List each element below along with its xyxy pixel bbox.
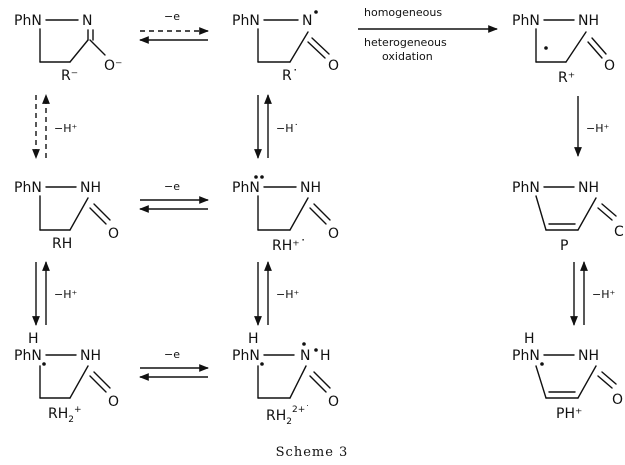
species-r-radical: PhN N O R˙ [232,10,339,84]
equilibrium-col2-top: −H˙ [254,94,299,159]
atom-phn: PhN [14,180,42,196]
atom-nh: NH [578,13,599,29]
atom-phn: PhN [512,348,540,364]
step-minus-h: −H⁺ [276,288,299,301]
atom-n: N [300,348,310,364]
atom-o: O [328,58,339,74]
species-p: PhN NH C P [512,180,624,254]
atom-o: O [108,394,119,410]
atom-phn: PhN [232,13,260,29]
step-minus-h-rad: −H˙ [276,122,299,135]
atom-phn: PhN [512,180,540,196]
atom-nh: NH [300,180,321,196]
atom-o: O [328,394,339,410]
atom-nh: NH [578,180,599,196]
atom-o: O [328,226,339,242]
species-ph-cation: H PhN NH O PH⁺ [512,331,623,422]
atom-h: H [524,331,535,347]
step-minus-h: −H⁺ [54,122,77,135]
atom-c-cut: C [614,224,624,240]
atom-nh: NH [80,348,101,364]
step-minus-h: −H⁺ [592,288,615,301]
atom-nh: NH [578,348,599,364]
atom-n: N [82,13,92,29]
step-minus-e: −e [164,180,180,193]
species-rh2-cation: H PhN NH O RH2+ [14,331,119,425]
step-minus-e: −e [164,10,180,23]
atom-h: H [28,331,39,347]
step-heterogeneous: heterogeneous [364,36,447,49]
arrow-col3-top: −H⁺ [574,96,609,157]
species-rh-radical-cation: PhN NH O RH⁺˙ [232,175,339,254]
equilibrium-row2: −e [139,180,209,213]
atom-phn: PhN [232,348,260,364]
atom-h: H [320,348,331,364]
equilibrium-col3-bottom: −H⁺ [570,261,615,326]
atom-phn: PhN [14,348,42,364]
species-rh: PhN NH O RH [14,180,119,252]
atom-o-minus: O⁻ [104,58,122,74]
atom-o: O [612,392,623,408]
species-r-anion: PhN N O⁻ R⁻ [14,13,122,84]
label-rh2-dication: RH22+˙ [266,405,310,427]
label-r-minus: R⁻ [61,68,78,84]
label-rh2-cation: RH2+ [48,405,82,425]
oxidation-arrow: homogeneous heterogeneous oxidation [358,6,498,63]
label-rh-radical-cation: RH⁺˙ [272,238,307,254]
equilibrium-row1-left: −e [139,10,209,44]
atom-n: N [302,13,312,29]
species-rh2-dication: H PhN N H O RH22+˙ [232,331,339,427]
atom-nh: NH [80,180,101,196]
scheme-caption: Scheme 3 [276,445,349,460]
equilibrium-row3: −e [139,348,209,381]
label-ph-cation: PH⁺ [556,406,582,422]
step-homogeneous: homogeneous [364,6,442,19]
atom-h: H [248,331,259,347]
atom-phn: PhN [232,180,260,196]
step-oxidation: oxidation [382,50,433,63]
atom-phn: PhN [14,13,42,29]
species-r-cation: PhN NH O R⁺ [512,13,615,86]
atom-o: O [604,58,615,74]
label-r-radical: R˙ [282,68,299,84]
atom-o: O [108,226,119,242]
step-minus-e: −e [164,348,180,361]
equilibrium-col1-bottom: −H⁺ [32,261,77,326]
equilibrium-col2-bottom: −H⁺ [254,261,299,326]
label-p: P [560,238,568,254]
label-rh: RH [52,236,72,252]
label-r-cation: R⁺ [558,70,575,86]
step-minus-h: −H⁺ [586,122,609,135]
equilibrium-col1-top: −H⁺ [32,94,77,159]
step-minus-h: −H⁺ [54,288,77,301]
atom-phn: PhN [512,13,540,29]
